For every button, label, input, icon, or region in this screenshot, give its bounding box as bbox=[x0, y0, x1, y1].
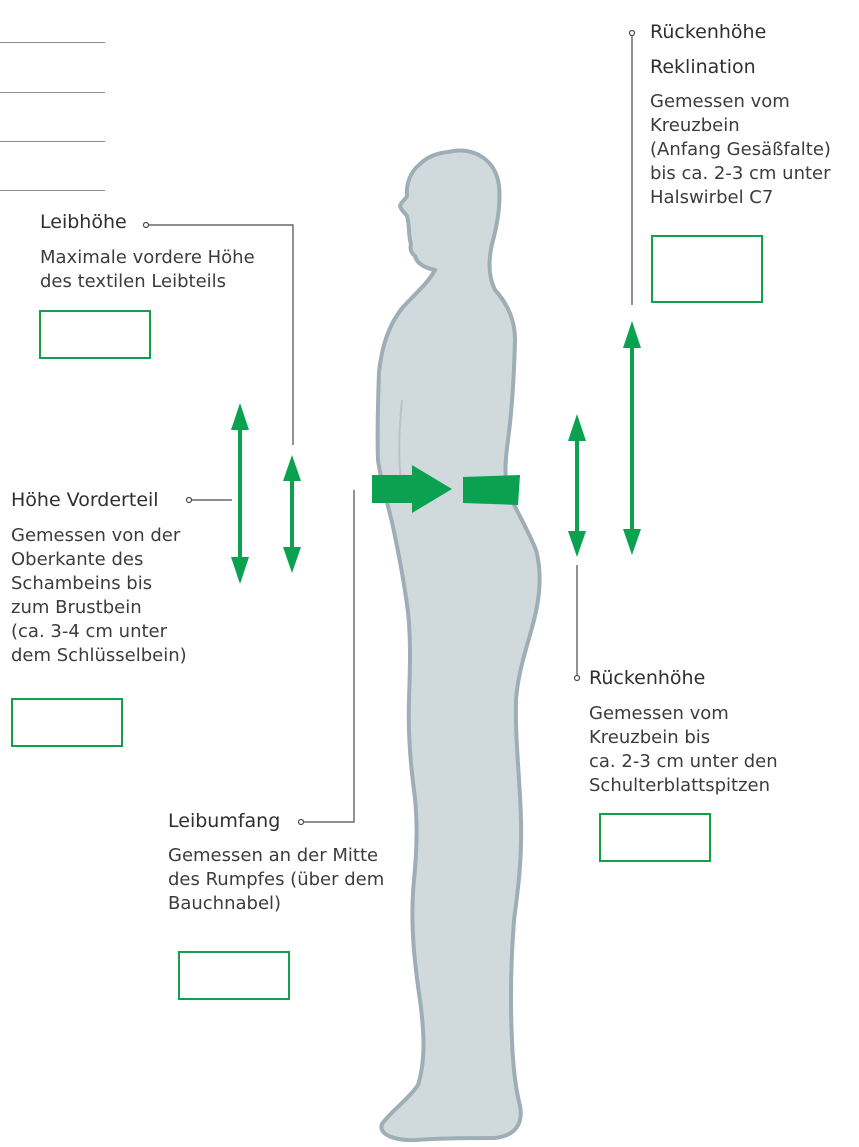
leader-hoehe-vorderteil bbox=[187, 498, 233, 503]
leader-leibumfang bbox=[299, 490, 355, 825]
hoehe-vorderteil-title: Höhe Vorderteil bbox=[11, 488, 159, 512]
rueckenhoehe-description: Gemessen vom Kreuzbein bis ca. 2-3 cm un… bbox=[589, 702, 829, 798]
arrow-rueckenhoehe-reklination bbox=[623, 321, 641, 555]
leibhoehe-title: Leibhöhe bbox=[40, 210, 127, 234]
blank-line-3 bbox=[0, 141, 105, 142]
leibhoehe-input[interactable] bbox=[39, 310, 151, 359]
blank-line-2 bbox=[0, 92, 105, 93]
leibumfang-title: Leibumfang bbox=[168, 809, 280, 833]
leibumfang-input[interactable] bbox=[178, 951, 290, 1000]
body-silhouette bbox=[378, 151, 540, 1140]
blank-line-4 bbox=[0, 190, 105, 191]
hoehe-vorderteil-input[interactable] bbox=[11, 698, 123, 747]
rueckenhoehe-reklination-title-line2: Reklination bbox=[650, 55, 756, 79]
waist-band-right bbox=[463, 475, 520, 505]
leibumfang-description: Gemessen an der Mitte des Rumpfes (über … bbox=[168, 844, 408, 916]
blank-line-1 bbox=[0, 42, 105, 43]
leader-rueckenhoehe bbox=[575, 565, 580, 681]
rueckenhoehe-reklination-title-line1: Rückenhöhe bbox=[650, 20, 766, 44]
rueckenhoehe-reklination-input[interactable] bbox=[651, 235, 763, 303]
leader-rueckenhoehe-reklination bbox=[630, 31, 635, 306]
rueckenhoehe-reklination-description: Gemessen vom Kreuzbein (Anfang Gesäßfalt… bbox=[650, 90, 855, 210]
rueckenhoehe-title: Rückenhöhe bbox=[589, 666, 705, 690]
arrow-rueckenhoehe bbox=[568, 414, 586, 557]
rueckenhoehe-input[interactable] bbox=[599, 813, 711, 862]
hoehe-vorderteil-description: Gemessen von der Oberkante des Schambein… bbox=[11, 524, 221, 668]
arrow-leibhoehe bbox=[283, 455, 301, 573]
leibhoehe-description: Maximale vordere Höhe des textilen Leibt… bbox=[40, 246, 285, 294]
arrow-hoehe-vorderteil bbox=[231, 403, 249, 584]
